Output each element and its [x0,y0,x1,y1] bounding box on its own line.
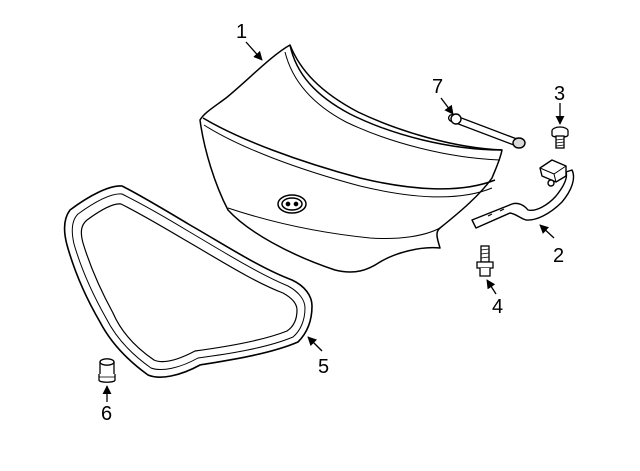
leader-7 [440,97,454,115]
trunk-hinge[interactable] [471,159,575,229]
trunk-lid[interactable] [199,44,503,273]
leader-1 [245,41,263,61]
bolt-part-3[interactable] [551,126,569,149]
callout-1: 1 [236,21,247,43]
callout-3: 3 [554,83,565,105]
leader-4 [486,279,497,295]
leader-lines [102,41,565,402]
callout-4: 4 [492,296,503,318]
lid-support-rod[interactable] [448,113,526,149]
bumper-part-6[interactable] [98,358,116,383]
callout-2: 2 [553,245,564,267]
leader-2 [539,224,555,239]
callout-5: 5 [318,356,329,378]
callout-6: 6 [101,403,112,425]
trunk-weatherstrip[interactable] [63,185,313,378]
callout-7: 7 [432,76,443,98]
leader-5 [307,336,323,352]
stud-part-4[interactable] [476,245,494,277]
